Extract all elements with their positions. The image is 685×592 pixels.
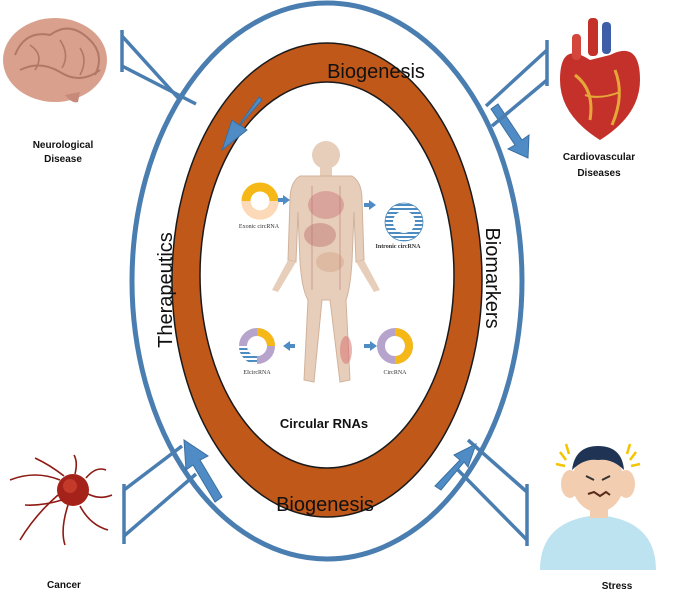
circrna-icon: [377, 328, 413, 364]
neurological-label-line1: Neurological: [33, 140, 94, 151]
arrow-bottom-left: [183, 439, 223, 503]
ring-label-right: Biomarkers: [481, 227, 503, 328]
ring-label-bottom: Biogenesis: [276, 494, 374, 516]
connector-stress: [456, 438, 529, 546]
cardiovascular-label-line2: Diseases: [577, 168, 621, 179]
ring-label-top: Biogenesis: [327, 61, 425, 83]
stress-label: Stress: [602, 581, 633, 592]
arrow-to-circ: [364, 341, 377, 351]
cardiovascular-label-line1: Cardiovascular: [563, 152, 635, 163]
circrna-label: CircRNA: [384, 370, 408, 376]
arrow-to-intronic: [364, 200, 376, 210]
connector-cancer: [122, 444, 198, 544]
intronic-circrna-icon: [384, 202, 424, 242]
neurological-label-line2: Disease: [44, 154, 82, 165]
cancer-label: Cancer: [47, 580, 81, 591]
arrow-to-eicirc: [283, 341, 295, 351]
intronic-circrna-label: Intronic circRNA: [376, 244, 422, 250]
connector-neurological: [120, 30, 197, 106]
eicircrna-icon: [239, 328, 275, 364]
heart-image: [560, 18, 640, 140]
cancer-cell-image: [9, 454, 113, 546]
human-body-illustration: [272, 141, 380, 383]
eicircrna-label: EIcircRNA: [243, 370, 271, 376]
arrow-top-left: [220, 96, 263, 152]
arrow-bottom-right: [434, 443, 477, 491]
exonic-circrna-icon: [241, 182, 279, 220]
arrow-to-exonic: [278, 195, 290, 205]
brain-image: [3, 18, 107, 103]
connector-cardiovascular: [484, 40, 549, 128]
ring-label-left: Therapeutics: [155, 232, 177, 348]
stressed-person-image: [540, 443, 656, 570]
exonic-circrna-label: Exonic circRNA: [239, 224, 280, 230]
center-title: Circular RNAs: [280, 416, 368, 431]
